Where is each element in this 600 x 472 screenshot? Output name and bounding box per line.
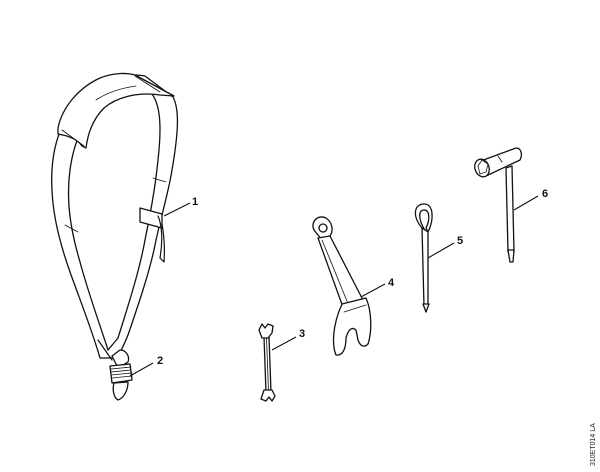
callout-1: 1 — [192, 196, 198, 208]
wrench3-groove — [266, 337, 269, 392]
leader-4 — [360, 283, 386, 298]
part-hook-pin — [414, 203, 433, 313]
callout-3: 3 — [299, 328, 305, 340]
combo-screwdriver-tip — [507, 249, 515, 263]
callout-numbers: 1 2 3 4 5 6 — [157, 188, 548, 367]
spanner-band — [343, 304, 367, 313]
reference-code: 310ET014 LA — [590, 423, 597, 466]
pin-loop — [414, 203, 433, 233]
spanner-eye-hole — [318, 223, 328, 233]
leader-5 — [427, 242, 455, 259]
part-double-wrench — [258, 323, 276, 402]
strap-stitch-left — [64, 224, 79, 233]
spanner-shaft-edge — [321, 239, 350, 307]
pin-shaft — [421, 227, 429, 307]
leader-3 — [271, 336, 297, 351]
callout-6: 6 — [542, 188, 548, 200]
strap-buckle — [139, 207, 163, 229]
pad-fold — [134, 75, 161, 93]
combo-socket-ridge — [497, 155, 503, 163]
part-snap-hook — [109, 349, 133, 401]
leader-1 — [163, 202, 191, 217]
combo-shaft — [505, 165, 515, 253]
strap-stitch-upper — [152, 177, 167, 183]
strap-end-left — [97, 339, 113, 361]
part-spanner — [312, 216, 372, 356]
callout-2: 2 — [157, 355, 163, 367]
part-combination-wrench — [474, 147, 523, 263]
pad-stitch — [95, 85, 137, 101]
leader-2 — [129, 362, 154, 377]
hook-tip — [112, 381, 129, 401]
callout-5: 5 — [457, 235, 463, 247]
wrench3-head-bottom — [260, 389, 276, 402]
wrench3-head-top — [258, 323, 274, 339]
pad-edge-line — [61, 129, 85, 147]
pin-tip — [422, 303, 430, 313]
hook-ring — [111, 349, 130, 369]
callout-4: 4 — [388, 277, 395, 289]
strap-shoulder-pad — [57, 72, 175, 149]
strap-buckle-tab — [157, 215, 163, 259]
combo-socket-hex — [477, 159, 489, 175]
leader-6 — [513, 195, 539, 211]
spanner-jaw — [332, 297, 372, 356]
hook-coil-lines — [110, 366, 133, 379]
part-harness-strap — [51, 72, 179, 361]
strap-buckle-tab-edge — [159, 223, 165, 263]
callout-leaders — [129, 195, 539, 377]
